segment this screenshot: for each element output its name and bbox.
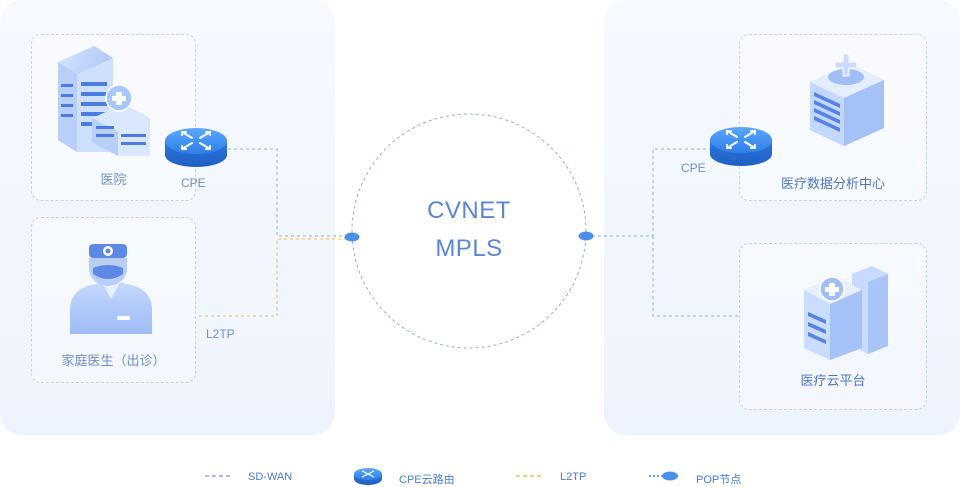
right-sdwan-line [586,148,739,317]
data-center-server-icon [810,53,884,146]
cpe-router-icon-right [710,127,772,166]
legend-pop-label: POP节点 [696,474,742,486]
doctor-icon [70,244,152,334]
cloud-platform-label: 医疗云平台 [800,373,866,388]
left-sdwan-line [210,148,351,237]
legend-cpe-router-icon [354,468,382,485]
l2tp-label: L2TP [206,327,235,341]
pop-node-right [578,231,594,241]
hospital-label: 医院 [100,172,127,187]
center-title-line1: CVNET [427,197,511,224]
left-l2tp-line [199,238,351,317]
center-title-line2: MPLS [435,235,503,262]
analysis-center-label: 医疗数据分析中心 [780,176,885,191]
cpe-label-left: CPE [181,176,206,190]
hospital-building-icon [58,46,150,156]
legend-pop-swatch [649,471,678,481]
cpe-router-icon-left [165,128,227,167]
cpe-label-right: CPE [681,161,706,175]
legend-l2tp-label: L2TP [560,471,587,483]
legend-cpe-router-label: CPE云路由 [399,474,455,486]
right-panel [604,0,960,435]
family-doctor-label: 家庭医生（出诊） [61,353,166,368]
cvnet-mpls-cloud [351,113,587,349]
pop-node-left [344,232,360,242]
legend-sdwan-label: SD-WAN [248,471,293,483]
cloud-server-icon [804,266,888,360]
